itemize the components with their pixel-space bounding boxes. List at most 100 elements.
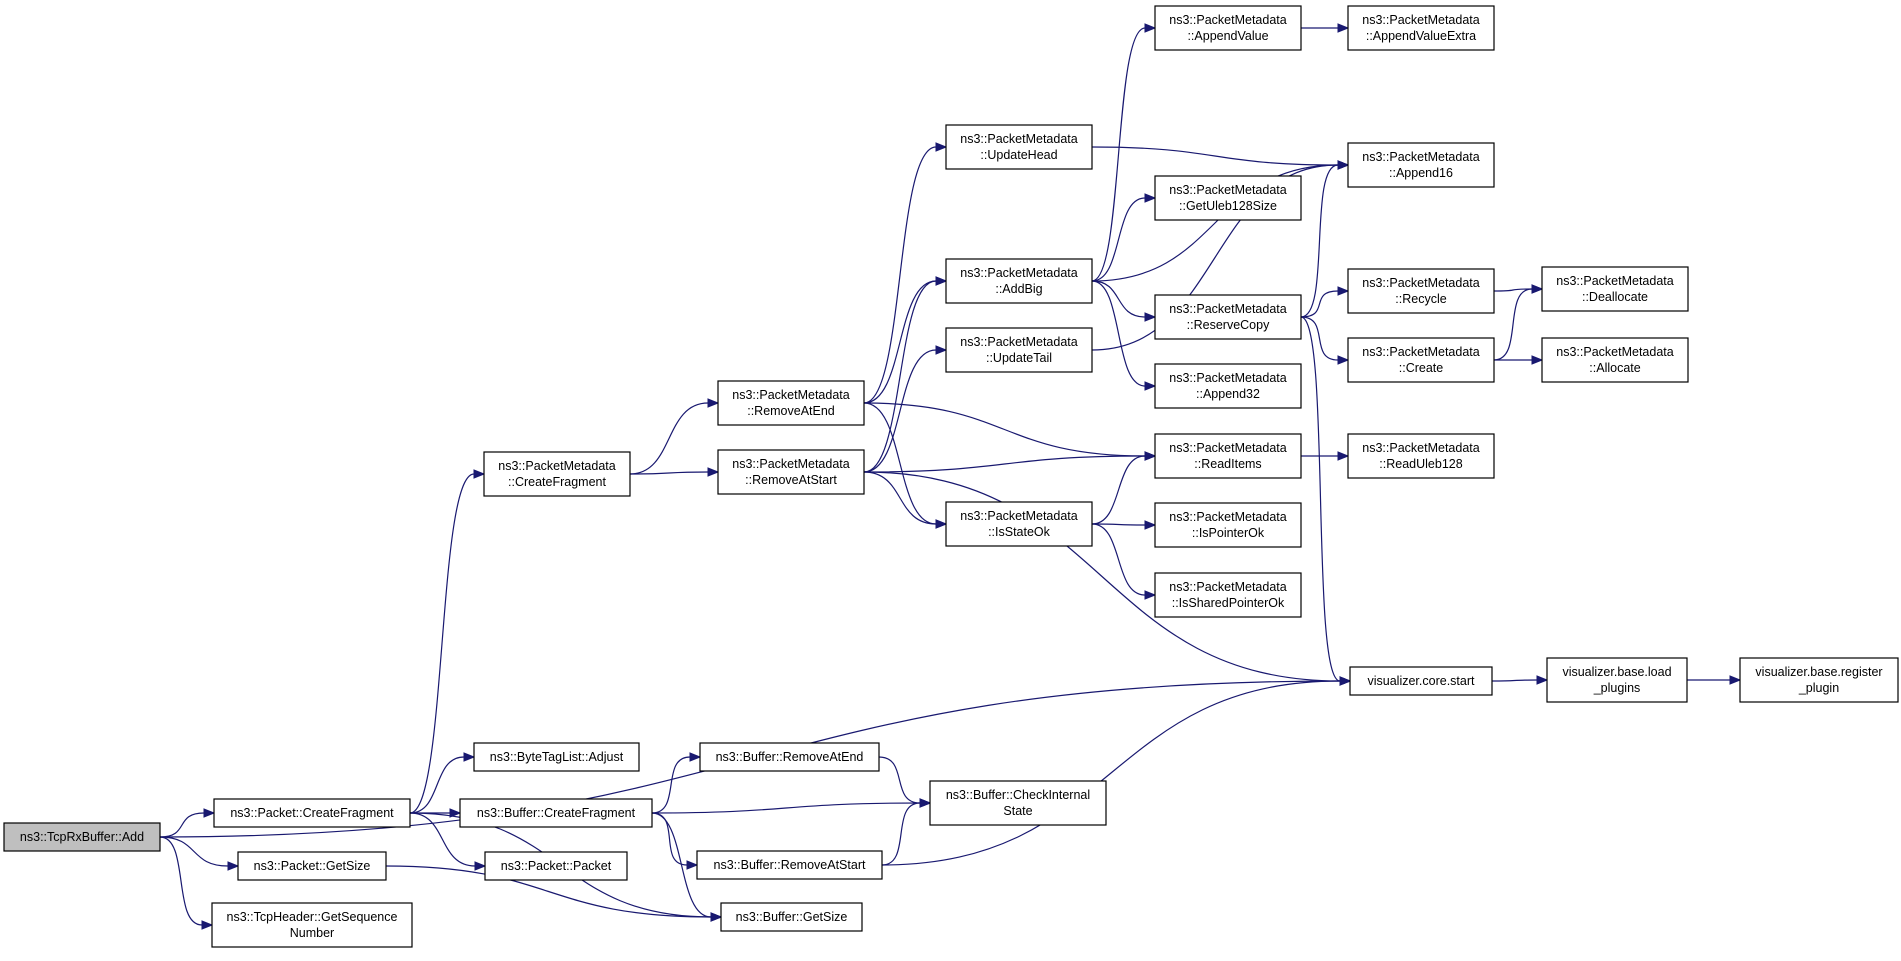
edge-pm_isstateok-to-pm_ispointerok — [1091, 520, 1157, 530]
node-buffer_getsize[interactable]: ns3::Buffer::GetSize — [720, 902, 863, 932]
node-pm_append16[interactable]: ns3::PacketMetadata::Append16 — [1347, 142, 1495, 188]
node-label: ns3::PacketMetadata — [1169, 580, 1286, 594]
node-pm_reservecopy[interactable]: ns3::PacketMetadata::ReserveCopy — [1154, 294, 1302, 340]
node-box — [213, 798, 411, 828]
node-pm_isstateok[interactable]: ns3::PacketMetadata::IsStateOk — [945, 501, 1093, 547]
node-box — [3, 822, 161, 852]
edge-viz_core_start-to-viz_base_load_plugins — [1491, 675, 1549, 685]
node-pm_removeatend[interactable]: ns3::PacketMetadata::RemoveAtEnd — [717, 380, 865, 426]
edge-pm_removeatstart-to-pm_addbig — [863, 276, 948, 473]
node-box — [459, 798, 653, 828]
node-pm_create[interactable]: ns3::PacketMetadata::Create — [1347, 337, 1495, 383]
node-label: Number — [290, 926, 334, 940]
node-viz_base_load_plugins[interactable]: visualizer.base.load_plugins — [1546, 657, 1688, 703]
node-label: ::CreateFragment — [508, 475, 606, 489]
node-pm_addbig[interactable]: ns3::PacketMetadata::AddBig — [945, 258, 1093, 304]
node-pm_append32[interactable]: ns3::PacketMetadata::Append32 — [1154, 363, 1302, 409]
node-pm_recycle[interactable]: ns3::PacketMetadata::Recycle — [1347, 268, 1495, 314]
node-pm_readitems[interactable]: ns3::PacketMetadata::ReadItems — [1154, 433, 1302, 479]
node-label: ::Allocate — [1589, 361, 1640, 375]
node-label: ns3::PacketMetadata — [960, 132, 1077, 146]
node-label: ::RemoveAtEnd — [747, 404, 835, 418]
node-label: ::Append32 — [1196, 387, 1260, 401]
node-pm_getuleb128size[interactable]: ns3::PacketMetadata::GetUleb128Size — [1154, 175, 1302, 221]
edge-buffer_removeatstart-to-viz_core_start — [881, 676, 1352, 866]
node-pm_appendvalue[interactable]: ns3::PacketMetadata::AppendValue — [1154, 5, 1302, 51]
node-box — [1347, 142, 1495, 188]
node-label: ns3::PacketMetadata — [960, 266, 1077, 280]
node-pm_appendvalueextra[interactable]: ns3::PacketMetadata::AppendValueExtra — [1347, 5, 1495, 51]
node-box — [1347, 433, 1495, 479]
node-label: ::UpdateHead — [980, 148, 1057, 162]
node-box — [945, 327, 1093, 373]
node-label: ns3::ByteTagList::Adjust — [490, 750, 624, 764]
node-label: ns3::PacketMetadata — [1169, 371, 1286, 385]
node-label: ns3::PacketMetadata — [1362, 150, 1479, 164]
node-label: ns3::PacketMetadata — [732, 457, 849, 471]
node-box — [1347, 337, 1495, 383]
edge-pm_addbig-to-pm_append32 — [1091, 280, 1157, 391]
node-pm_ispointerok[interactable]: ns3::PacketMetadata::IsPointerOk — [1154, 502, 1302, 548]
node-label: ns3::TcpRxBuffer::Add — [20, 830, 144, 844]
node-box — [1541, 266, 1689, 312]
node-box — [1347, 268, 1495, 314]
node-box — [473, 742, 640, 772]
node-box — [720, 902, 863, 932]
edge-pm_create-to-pm_deallocate — [1493, 284, 1544, 361]
node-pm_updatetail[interactable]: ns3::PacketMetadata::UpdateTail — [945, 327, 1093, 373]
node-label: ns3::PacketMetadata — [1362, 345, 1479, 359]
node-box — [1154, 433, 1302, 479]
node-buffer_removeatstart[interactable]: ns3::Buffer::RemoveAtStart — [696, 850, 883, 880]
node-pm_deallocate[interactable]: ns3::PacketMetadata::Deallocate — [1541, 266, 1689, 312]
edge-pm_removeatstart-to-pm_isstateok — [863, 471, 948, 529]
node-label: ns3::Buffer::CreateFragment — [477, 806, 636, 820]
node-label: ns3::PacketMetadata — [1169, 510, 1286, 524]
node-packet_getsize[interactable]: ns3::Packet::GetSize — [237, 851, 387, 881]
node-label: ::AppendValue — [1187, 29, 1268, 43]
edge-pm_removeatend-to-pm_updatehead — [863, 142, 948, 404]
node-buffer_createfragment[interactable]: ns3::Buffer::CreateFragment — [459, 798, 653, 828]
edge-packet_createfragment-to-packet_packet — [409, 812, 487, 871]
node-box — [929, 780, 1107, 826]
node-label: ns3::TcpHeader::GetSequence — [227, 910, 398, 924]
node-box — [1154, 175, 1302, 221]
node-viz_core_start[interactable]: visualizer.core.start — [1349, 666, 1493, 696]
node-pm_issharedpointerok[interactable]: ns3::PacketMetadata::IsSharedPointerOk — [1154, 572, 1302, 618]
node-box — [945, 258, 1093, 304]
edge-packet_createfragment-to-bytetaglist_adjust — [409, 752, 476, 814]
edge-pm_removeatstart-to-pm_updatetail — [863, 345, 948, 473]
edge-tcprx_add-to-packet_getsize — [159, 836, 240, 871]
edge-tcprx_add-to-packet_createfragment — [159, 808, 216, 838]
node-pm_updatehead[interactable]: ns3::PacketMetadata::UpdateHead — [945, 124, 1093, 170]
node-label: ns3::Buffer::RemoveAtStart — [714, 858, 866, 872]
node-pm_createfragment[interactable]: ns3::PacketMetadata::CreateFragment — [483, 451, 631, 497]
node-box — [1154, 502, 1302, 548]
node-label: ns3::Buffer::RemoveAtEnd — [716, 750, 864, 764]
node-pm_removeatstart[interactable]: ns3::PacketMetadata::RemoveAtStart — [717, 449, 865, 495]
node-pm_readuleb128[interactable]: ns3::PacketMetadata::ReadUleb128 — [1347, 433, 1495, 479]
node-bytetaglist_adjust[interactable]: ns3::ByteTagList::Adjust — [473, 742, 640, 772]
edge-pm_isstateok-to-pm_readitems — [1091, 451, 1157, 525]
node-label: State — [1003, 804, 1032, 818]
node-box — [1739, 657, 1899, 703]
node-tcprx_add[interactable]: ns3::TcpRxBuffer::Add — [3, 822, 161, 852]
node-label: ::RemoveAtStart — [745, 473, 837, 487]
edge-pm_reservecopy-to-pm_create — [1300, 316, 1350, 365]
edge-buffer_createfragment-to-buffer_getsize — [651, 812, 723, 922]
edge-pm_addbig-to-pm_appendvalue — [1091, 23, 1157, 282]
edge-tcprx_add-to-tcpheader_getseq — [159, 836, 214, 930]
node-label: ::Append16 — [1389, 166, 1453, 180]
node-label: ns3::PacketMetadata — [960, 509, 1077, 523]
node-box — [945, 124, 1093, 170]
node-label: ns3::PacketMetadata — [1169, 183, 1286, 197]
edge-pm_isstateok-to-pm_issharedpointerok — [1091, 523, 1157, 600]
node-buffer_removeatend[interactable]: ns3::Buffer::RemoveAtEnd — [699, 742, 880, 772]
node-viz_base_register_plugin[interactable]: visualizer.base.register_plugin — [1739, 657, 1899, 703]
node-pm_allocate[interactable]: ns3::PacketMetadata::Allocate — [1541, 337, 1689, 383]
node-packet_createfragment[interactable]: ns3::Packet::CreateFragment — [213, 798, 411, 828]
node-packet_packet[interactable]: ns3::Packet::Packet — [484, 851, 628, 881]
node-label: ::GetUleb128Size — [1179, 199, 1277, 213]
